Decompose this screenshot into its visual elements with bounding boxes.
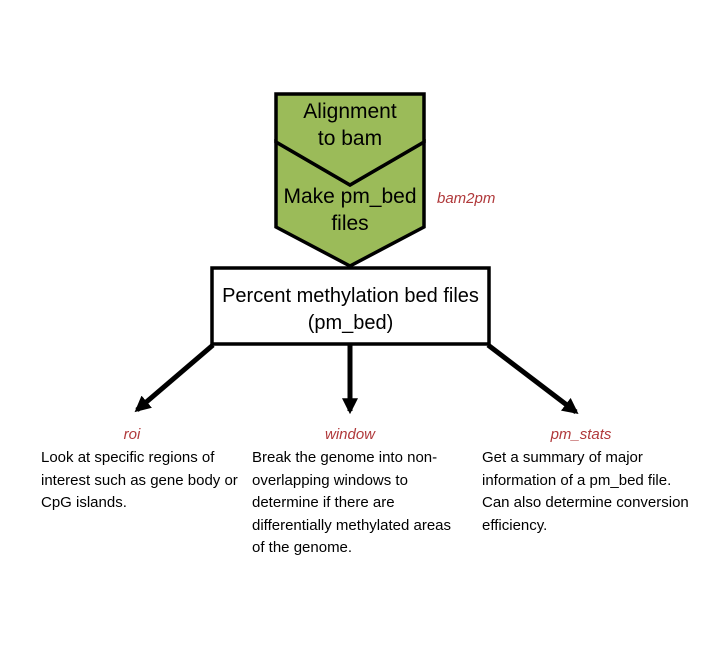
make-pm-bed-label: Make pm_bed files bbox=[283, 185, 417, 235]
alignment-shape bbox=[274, 92, 426, 188]
arrow-to-roi bbox=[134, 343, 215, 413]
branch-label-window: window bbox=[324, 426, 376, 443]
branch-label-roi: roi bbox=[123, 426, 141, 443]
branch-description-roi: Look at specific regions of interest suc… bbox=[41, 449, 238, 511]
result-box-shape bbox=[210, 266, 491, 346]
branch-description-pm-stats: Get a summary of major information of a … bbox=[482, 449, 689, 534]
arrow-to-pm-stats bbox=[486, 343, 579, 414]
alignment-label: Alignment to bam bbox=[303, 100, 397, 150]
result-box-label: Percent methylation bed files (pm_bed) bbox=[222, 285, 479, 334]
branch-description-window: Break the genome into non-overlapping wi… bbox=[252, 449, 451, 556]
branch-label-pm-stats: pm_stats bbox=[550, 426, 612, 443]
bam2pm-label: bam2pm bbox=[437, 190, 496, 207]
